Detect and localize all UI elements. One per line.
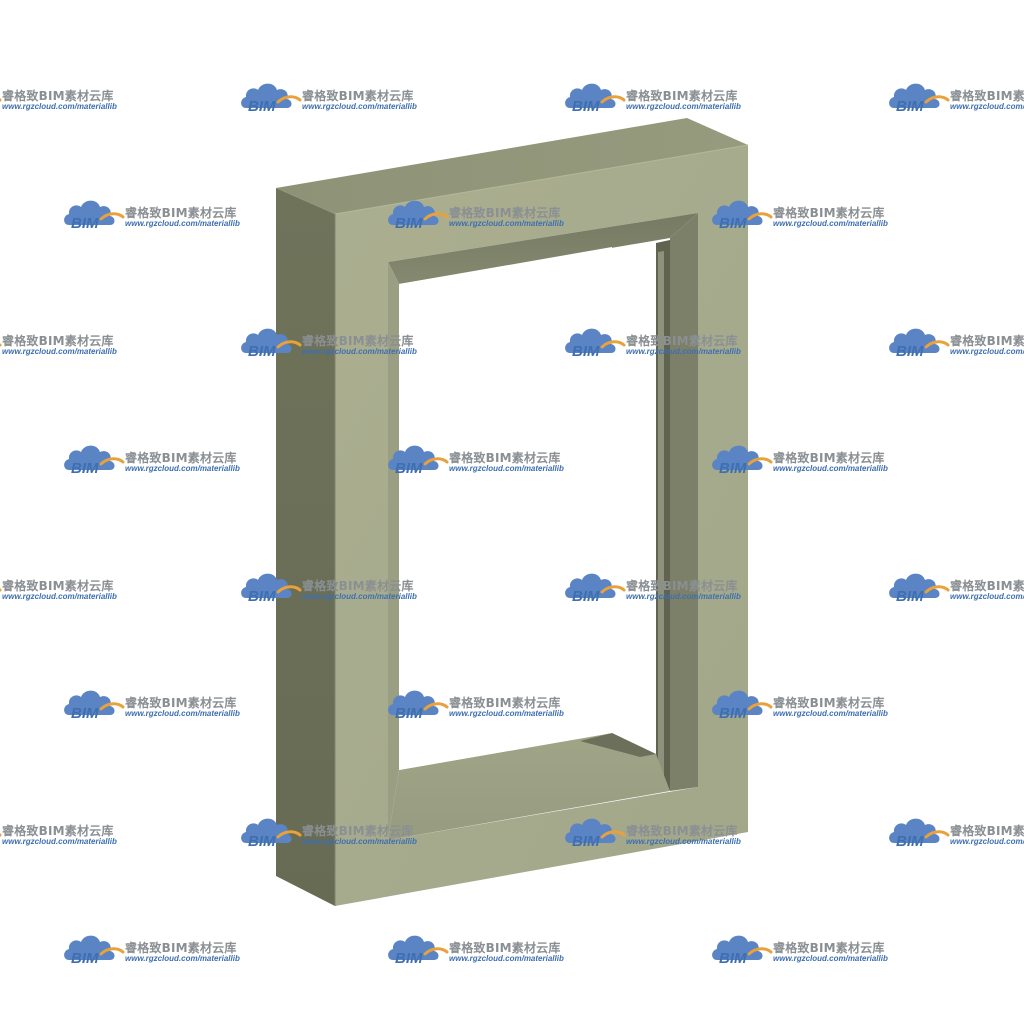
frame-inner-top-reveal [388, 213, 698, 284]
frame-front-face [335, 145, 748, 906]
frame-top-face [276, 118, 748, 214]
frame-rebate-strip [658, 251, 664, 786]
frame-sill-shadow [580, 733, 656, 757]
window-opening [399, 247, 612, 770]
frame-inner-right-reveal [670, 213, 698, 791]
frame-left-side-face [276, 188, 335, 906]
frame-inner-left-reveal [388, 262, 399, 840]
frame-inner-bottom-reveal [388, 733, 670, 840]
